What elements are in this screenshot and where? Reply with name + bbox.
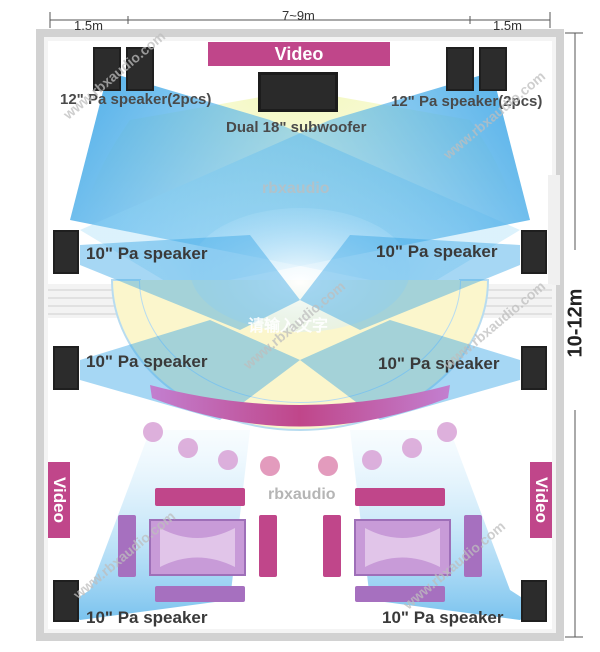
speaker-12in-left-b-icon: [126, 47, 154, 91]
speaker-10in-bottom-left-icon: [53, 580, 79, 622]
speaker-12in-right-a-icon: [446, 47, 474, 91]
bottom-left-label: 10" Pa speaker: [86, 608, 208, 627]
right-video-text: Video: [532, 477, 551, 523]
mid-right-2-label: 10" Pa speaker: [378, 354, 500, 373]
center-glow: [190, 208, 410, 332]
watermark-center-bottom: rbxaudio: [268, 486, 336, 503]
mid-right-1-label: 10" Pa speaker: [376, 242, 498, 261]
speaker-12in-right-b-icon: [479, 47, 507, 91]
seating-left: [118, 488, 277, 602]
mid-left-1-label: 10" Pa speaker: [86, 244, 208, 263]
subwoofer-icon: [258, 72, 338, 112]
watermark-placeholder: 请输入文字: [248, 318, 329, 335]
mid-left-2-label: 10" Pa speaker: [86, 352, 208, 371]
speaker-12in-left-a-icon: [93, 47, 121, 91]
speaker-10in-right-2-icon: [521, 346, 547, 390]
right-wall-notch: [548, 175, 560, 285]
right-video-screen: Video: [530, 462, 552, 538]
top-left-pa-label: 12" Pa speaker(2pcs): [60, 91, 212, 108]
speaker-10in-bottom-right-icon: [521, 580, 547, 622]
speaker-10in-right-1-icon: [521, 230, 547, 274]
right-width-label: 1.5m: [493, 18, 522, 33]
subwoofer-label: Dual 18" subwoofer: [226, 119, 367, 136]
left-width-label: 1.5m: [74, 18, 103, 33]
watermark-center-top: rbxaudio: [262, 180, 330, 197]
depth-label: 10-12m: [564, 288, 587, 358]
mid-right-beam-2: [300, 320, 520, 420]
mid-right-beam-1: [300, 235, 520, 330]
top-video-screen: Video: [208, 42, 390, 66]
left-video-text: Video: [50, 477, 69, 523]
speaker-10in-left-2-icon: [53, 346, 79, 390]
audience-bar: [150, 385, 450, 427]
seating-right: [323, 488, 482, 602]
dimension-lines: [49, 12, 583, 638]
floor-markers: [143, 422, 457, 476]
top-right-pa-label: 12" Pa speaker(2pcs): [391, 93, 543, 110]
left-video-screen: Video: [48, 462, 70, 538]
top-right-beam: [80, 72, 530, 290]
speaker-10in-left-1-icon: [53, 230, 79, 274]
bottom-right-label: 10" Pa speaker: [382, 608, 504, 627]
mid-left-beam-2: [80, 320, 300, 420]
mid-left-beam-1: [80, 235, 300, 330]
total-width-label: 7~9m: [282, 8, 315, 23]
